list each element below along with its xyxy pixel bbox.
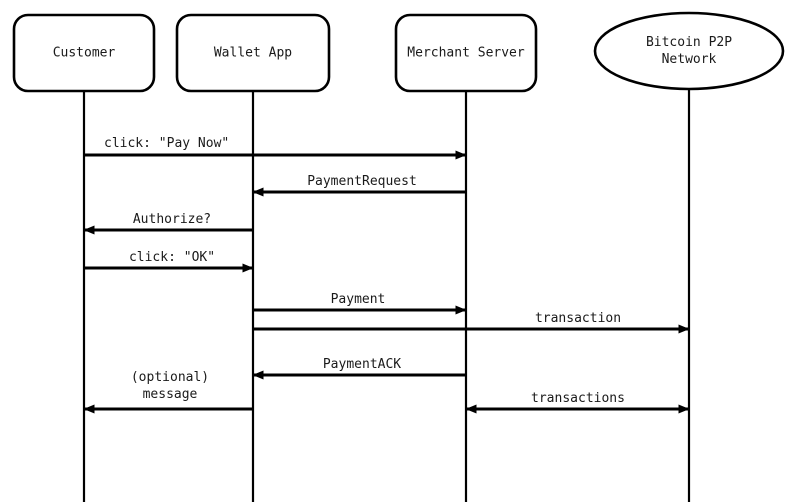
message-label-m4: click: "OK" [129, 250, 215, 265]
participant-label-merchant: Merchant Server [407, 46, 525, 61]
participant-wallet[interactable]: Wallet App [175, 13, 331, 93]
message-m9[interactable]: transactions [465, 391, 690, 414]
participant-label-wallet: Wallet App [214, 46, 292, 61]
message-m3[interactable]: Authorize? [83, 212, 253, 235]
participant-shape-ellipse-bitcoin [593, 11, 785, 91]
participant-shape-box-merchant [394, 13, 538, 93]
message-m1[interactable]: click: "Pay Now" [84, 136, 467, 160]
message-label-m9: transactions [531, 391, 625, 406]
participant-shape-box-wallet [175, 13, 331, 93]
messages-layer: click: "Pay Now" PaymentRequestAuthorize?… [83, 136, 690, 414]
participants-layer: Customer Wallet App Merchant Server Bitcoin… [12, 11, 785, 93]
message-label-m8: message [143, 387, 198, 402]
message-label-m3: Authorize? [133, 212, 211, 227]
lifelines-layer [82, 89, 691, 502]
participant-merchant[interactable]: Merchant Server [394, 13, 538, 93]
participant-shape-box-customer [12, 13, 156, 93]
message-m8[interactable]: (optional) message [83, 370, 253, 414]
participant-bitcoin[interactable]: Bitcoin P2P Network [593, 11, 785, 91]
message-m2[interactable]: PaymentRequest [252, 174, 466, 197]
message-label-m2: PaymentRequest [307, 174, 417, 189]
message-label-m6: transaction [535, 311, 621, 326]
message-m7[interactable]: PaymentACK [252, 357, 466, 380]
message-m6[interactable]: transaction [253, 311, 690, 334]
message-label-m7: PaymentACK [323, 357, 401, 372]
message-m5[interactable]: Payment [253, 292, 467, 315]
participant-customer[interactable]: Customer [12, 13, 156, 93]
participant-label-bitcoin: Bitcoin P2P [646, 35, 732, 50]
message-label-m5: Payment [331, 292, 386, 307]
message-m4[interactable]: click: "OK" [84, 250, 254, 273]
message-label-m8: (optional) [131, 370, 209, 385]
participant-label-customer: Customer [53, 46, 116, 61]
message-label-m1: click: "Pay Now" [104, 136, 229, 151]
participant-label-bitcoin: Network [662, 52, 717, 67]
